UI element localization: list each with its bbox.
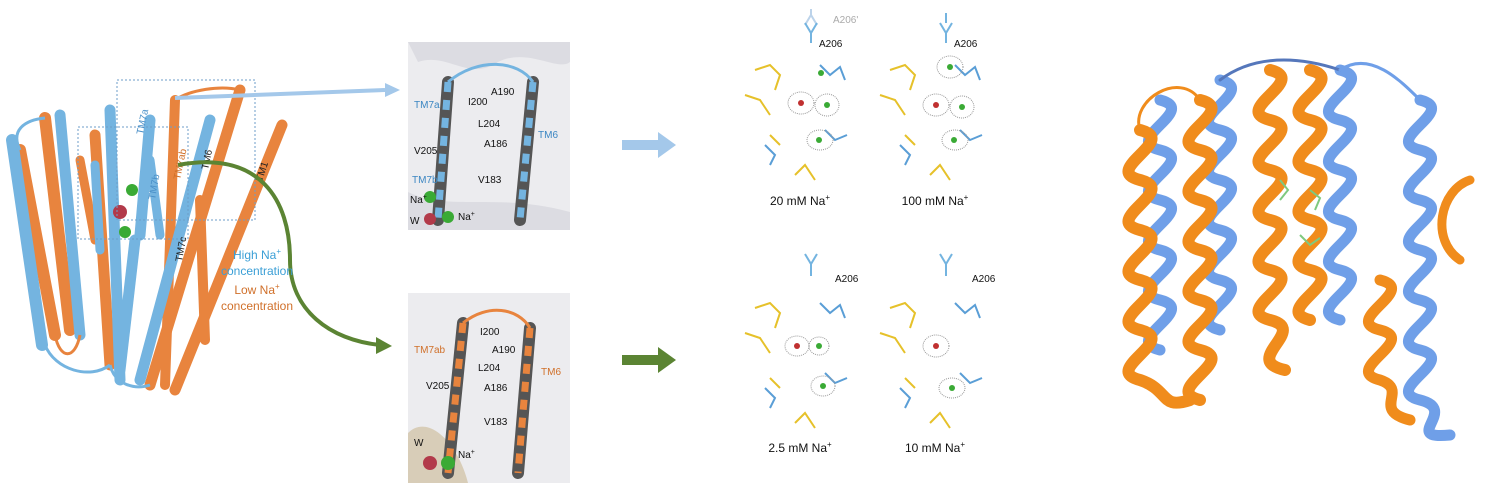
overview-label-tm6: TM6 xyxy=(200,148,215,170)
zoom-low-w: W xyxy=(414,438,424,449)
density-br-residue: A206 xyxy=(972,274,996,285)
caption-tl-value: 20 mM Na xyxy=(769,194,826,208)
caption-tr-sup: + xyxy=(963,193,969,202)
arrow-high-head xyxy=(385,83,400,97)
zoom-high-na1: Na+ xyxy=(410,194,427,206)
zoom-low-v183: V183 xyxy=(484,417,508,428)
zoom-low-na xyxy=(441,456,455,470)
density-bl-residue: A206 xyxy=(835,274,859,285)
zoom-high-v205: V205 xyxy=(414,146,438,157)
na-ion-2 xyxy=(119,226,131,238)
zoom-low-water xyxy=(423,456,437,470)
zoom-high-na-1 xyxy=(424,191,436,203)
caption-tr-value: 100 mM Na xyxy=(901,194,964,208)
zoom-high-water xyxy=(424,213,436,225)
density-top-right-model: A206 xyxy=(879,13,983,181)
density-tl-residue-alt: A206' xyxy=(833,15,858,26)
overview-label-tm7c: TM7c xyxy=(174,236,189,263)
overview-label-tm7a: TM7a xyxy=(135,108,151,136)
zoom-high-a186: A186 xyxy=(484,139,508,150)
overview-panel: TM7a TM7ab TM6 TM1 TM7b TM7c High Na+ co… xyxy=(0,0,400,491)
zoom-low-l204: L204 xyxy=(478,363,501,374)
zoom-low-a186: A186 xyxy=(484,383,508,394)
zoom-high-panel: TM7a I200 A190 L204 TM6 A186 V205 V183 T… xyxy=(408,42,570,230)
zoom-high-tm7a: TM7a xyxy=(414,100,440,111)
arrow-low-head xyxy=(376,337,392,354)
zoom-box-low xyxy=(77,126,189,240)
zoom-high-i200: I200 xyxy=(468,97,488,108)
zoom-low-panel: I200 TM7ab A190 L204 TM6 V205 A186 V183 … xyxy=(408,293,570,483)
blue-ribbons xyxy=(1143,58,1456,442)
arrow-high-to-zoom xyxy=(174,88,386,100)
density-top-left: A206' A206 20 mM Na+ xyxy=(735,5,865,215)
caption-br-value: 10 mM Na xyxy=(904,441,961,455)
zoom-high-l204: L204 xyxy=(478,119,501,130)
zoom-high-v183: V183 xyxy=(478,175,502,186)
caption-bottom-right: 10 mM Na+ xyxy=(875,440,995,455)
zoom-high-na-2 xyxy=(442,211,454,223)
zoom-box-high xyxy=(116,79,256,221)
legend-high: High Na+ concentration xyxy=(202,244,312,279)
orange-ribbons xyxy=(1122,64,1475,426)
legend-low-line2: concentration xyxy=(220,299,294,313)
legend-high-line2: concentration xyxy=(220,264,294,278)
legend-low-line1: Low Na xyxy=(234,283,275,297)
caption-br-sup: + xyxy=(960,440,966,449)
zoom-low-v205: V205 xyxy=(426,381,450,392)
zoom-high-na2: Na+ xyxy=(458,211,475,223)
density-bottom-right-model: A206 xyxy=(879,253,996,429)
zoom-low-na-label: Na+ xyxy=(458,449,475,461)
legend-high-sup: + xyxy=(276,247,282,256)
arrow-low-to-density xyxy=(622,347,676,373)
zoom-low-tm7ab: TM7ab xyxy=(414,345,446,356)
zoom-low-tm6: TM6 xyxy=(541,367,561,378)
arrow-low-to-zoom xyxy=(177,160,381,347)
arrow-high-to-density xyxy=(622,132,676,158)
density-tr-residue: A206 xyxy=(954,39,978,50)
zoom-low-a190: A190 xyxy=(492,345,516,356)
density-top-right: A206 100 mM Na+ xyxy=(870,5,1000,215)
loops xyxy=(15,86,241,389)
overview-label-tm7b: TM7b xyxy=(147,173,162,201)
zoom-low-structure: I200 TM7ab A190 L204 TM6 V205 A186 V183 … xyxy=(408,293,570,483)
legend-low: Low Na+ concentration xyxy=(202,279,312,314)
density-top-left-model: A206' A206 xyxy=(744,9,858,181)
zoom-high-a190: A190 xyxy=(491,87,515,98)
density-bottom-left: A206 2.5 mM Na+ xyxy=(735,248,865,463)
caption-bl-value: 2.5 mM Na xyxy=(768,441,827,455)
overview-structure: TM7a TM7ab TM6 TM1 TM7b TM7c xyxy=(6,79,400,396)
density-bottom-right: A206 10 mM Na+ xyxy=(870,248,1000,463)
legend-high-line1: High Na xyxy=(232,248,277,262)
density-tl-residue: A206 xyxy=(819,39,843,50)
caption-bottom-left: 2.5 mM Na+ xyxy=(740,440,860,455)
zoom-high-w: W xyxy=(410,216,420,227)
caption-bl-sup: + xyxy=(827,440,832,449)
water-molecule xyxy=(113,205,127,219)
density-bottom-left-model: A206 xyxy=(744,253,859,429)
zoom-low-i200: I200 xyxy=(480,327,500,338)
zoom-high-tm6: TM6 xyxy=(538,130,558,141)
caption-top-left: 20 mM Na+ xyxy=(740,193,860,208)
caption-tl-sup: + xyxy=(825,193,831,202)
ribbon-superposition xyxy=(1122,58,1475,442)
zoom-high-tm7b: TM7b xyxy=(412,175,438,186)
zoom-high-structure: TM7a I200 A190 L204 TM6 A186 V205 V183 T… xyxy=(408,42,570,230)
na-ion-1 xyxy=(126,184,138,196)
ligand-sticks xyxy=(1279,179,1322,247)
legend-low-sup: + xyxy=(275,282,280,291)
ribbon-panel xyxy=(1110,40,1500,450)
caption-top-right: 100 mM Na+ xyxy=(875,193,995,208)
